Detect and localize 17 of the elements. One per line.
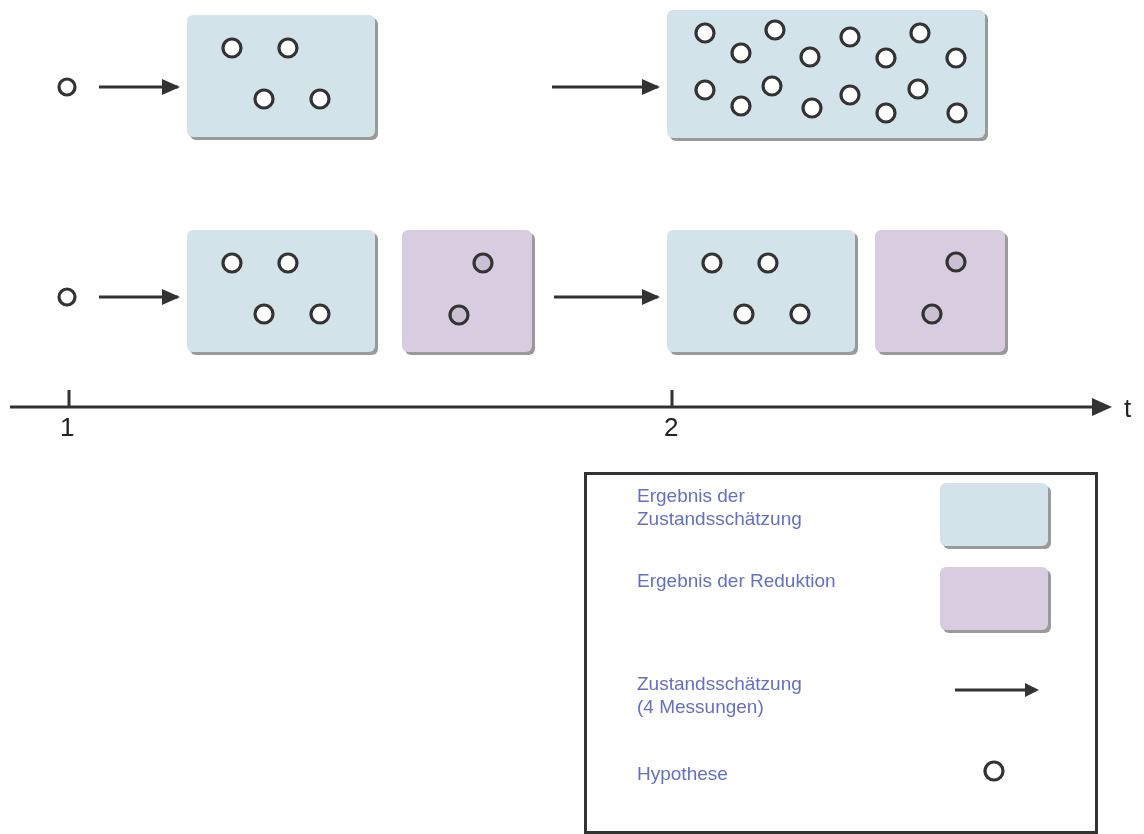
reduction-box — [875, 230, 1005, 352]
estimate-box — [667, 230, 855, 352]
arrow — [99, 289, 180, 305]
axis-label: t — [1124, 393, 1132, 424]
estimate-box — [667, 10, 985, 138]
arrow — [552, 79, 660, 95]
estimate-box — [187, 15, 375, 137]
arrow — [554, 289, 660, 305]
estimate-box — [187, 230, 375, 352]
legend-text: Zustandsschätzung (4 Messungen) — [637, 673, 803, 719]
arrow — [99, 79, 180, 95]
axis-tick-label: 2 — [664, 412, 679, 443]
legend-text: Ergebnis der Zustandsschätzung — [637, 485, 803, 531]
legend-text: Ergebnis der Reduktion — [637, 570, 837, 593]
reduction-box — [402, 230, 532, 352]
axis-tick-label: 1 — [60, 412, 75, 443]
legend-text: Hypothese — [637, 763, 729, 786]
